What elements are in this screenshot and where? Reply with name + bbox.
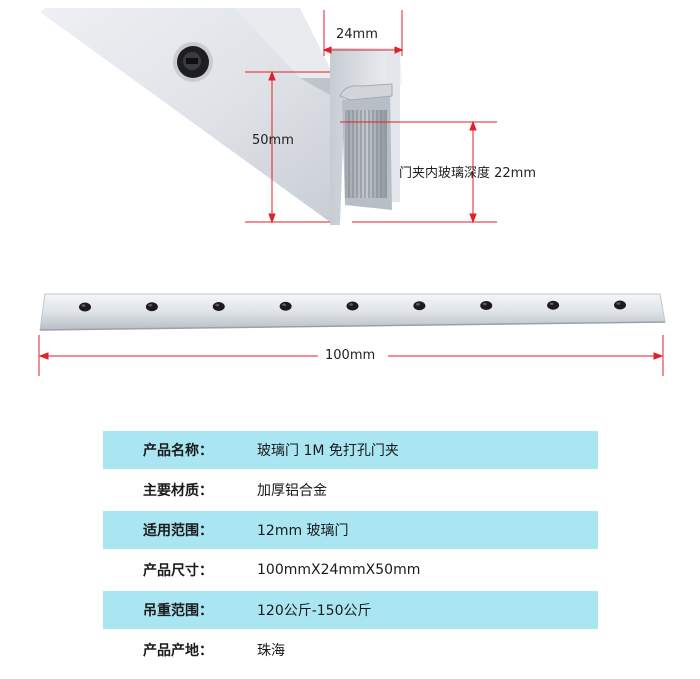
spec-label: 吊重范围： bbox=[143, 603, 213, 619]
spec-row: 产品名称： 玻璃门 1M 免打孔门夹 bbox=[103, 431, 598, 469]
spec-value: 珠海 bbox=[257, 643, 285, 659]
rail-screw-icon bbox=[614, 300, 626, 310]
spec-value: 100mmX24mmX50mm bbox=[257, 562, 421, 578]
rail-bottom-edge bbox=[39, 321, 666, 331]
rail-screw-group bbox=[79, 300, 626, 312]
spec-label: 主要材质： bbox=[143, 483, 213, 499]
length-dimension-line bbox=[38, 335, 664, 376]
spec-label: 适用范围： bbox=[143, 523, 213, 539]
profile-top-ledge bbox=[235, 8, 335, 78]
spec-value: 玻璃门 1M 免打孔门夹 bbox=[257, 443, 399, 459]
clamp-profile-illustration bbox=[40, 8, 497, 225]
spec-value: 12mm 玻璃门 bbox=[257, 523, 349, 539]
screw-icon bbox=[173, 42, 213, 82]
rail-screw-highlight bbox=[616, 302, 621, 305]
spec-value: 120公斤-150公斤 bbox=[257, 603, 372, 619]
spec-label: 产品名称： bbox=[143, 443, 213, 459]
profile-hook bbox=[339, 83, 393, 101]
rail-screw-icon bbox=[279, 301, 292, 311]
spec-row: 适用范围： 12mm 玻璃门 bbox=[103, 511, 598, 549]
spec-label: 产品产地： bbox=[143, 643, 213, 659]
rail-screw-highlight bbox=[349, 303, 353, 306]
profile-rib-lines bbox=[348, 110, 382, 198]
rail-screw-highlight bbox=[81, 304, 86, 307]
rail-screw-highlight bbox=[415, 302, 420, 306]
rail-screw-highlight bbox=[215, 303, 220, 307]
rail-screw-icon bbox=[212, 302, 225, 311]
spec-label: 产品尺寸： bbox=[143, 563, 213, 579]
rail-screw-icon bbox=[547, 300, 560, 310]
profile-ribbed-insert bbox=[345, 110, 387, 198]
rail-screw-icon bbox=[413, 301, 426, 311]
dimension-lines bbox=[245, 10, 497, 224]
spec-row: 产品尺寸： 100mmX24mmX50mm bbox=[103, 551, 598, 589]
rail-screw-highlight bbox=[549, 302, 554, 306]
spec-value: 加厚铝合金 bbox=[257, 483, 327, 499]
rail-screw-highlight bbox=[148, 303, 153, 307]
spec-row: 吊重范围： 120公斤-150公斤 bbox=[103, 591, 598, 629]
rail-illustration bbox=[38, 293, 666, 376]
length-dimension-label: 100mm bbox=[325, 348, 376, 363]
width-dimension-label: 24mm bbox=[336, 27, 378, 42]
height-dimension-label: 50mm bbox=[252, 133, 294, 148]
rail-screw-icon bbox=[79, 302, 91, 312]
spec-row: 主要材质： 加厚铝合金 bbox=[103, 471, 598, 509]
rail-screw-highlight bbox=[482, 302, 487, 306]
rail-screw-highlight bbox=[282, 303, 287, 307]
rail-screw-icon bbox=[145, 302, 158, 312]
rail-screw-icon bbox=[346, 301, 359, 311]
spec-row: 产品产地： 珠海 bbox=[103, 631, 598, 669]
profile-ledge-shadow bbox=[300, 78, 335, 95]
rail-screw-icon bbox=[480, 301, 493, 310]
rail-body bbox=[39, 293, 666, 331]
profile-main-face bbox=[40, 8, 330, 222]
depth-dimension-label: 门夹内玻璃深度 22mm bbox=[399, 166, 537, 181]
